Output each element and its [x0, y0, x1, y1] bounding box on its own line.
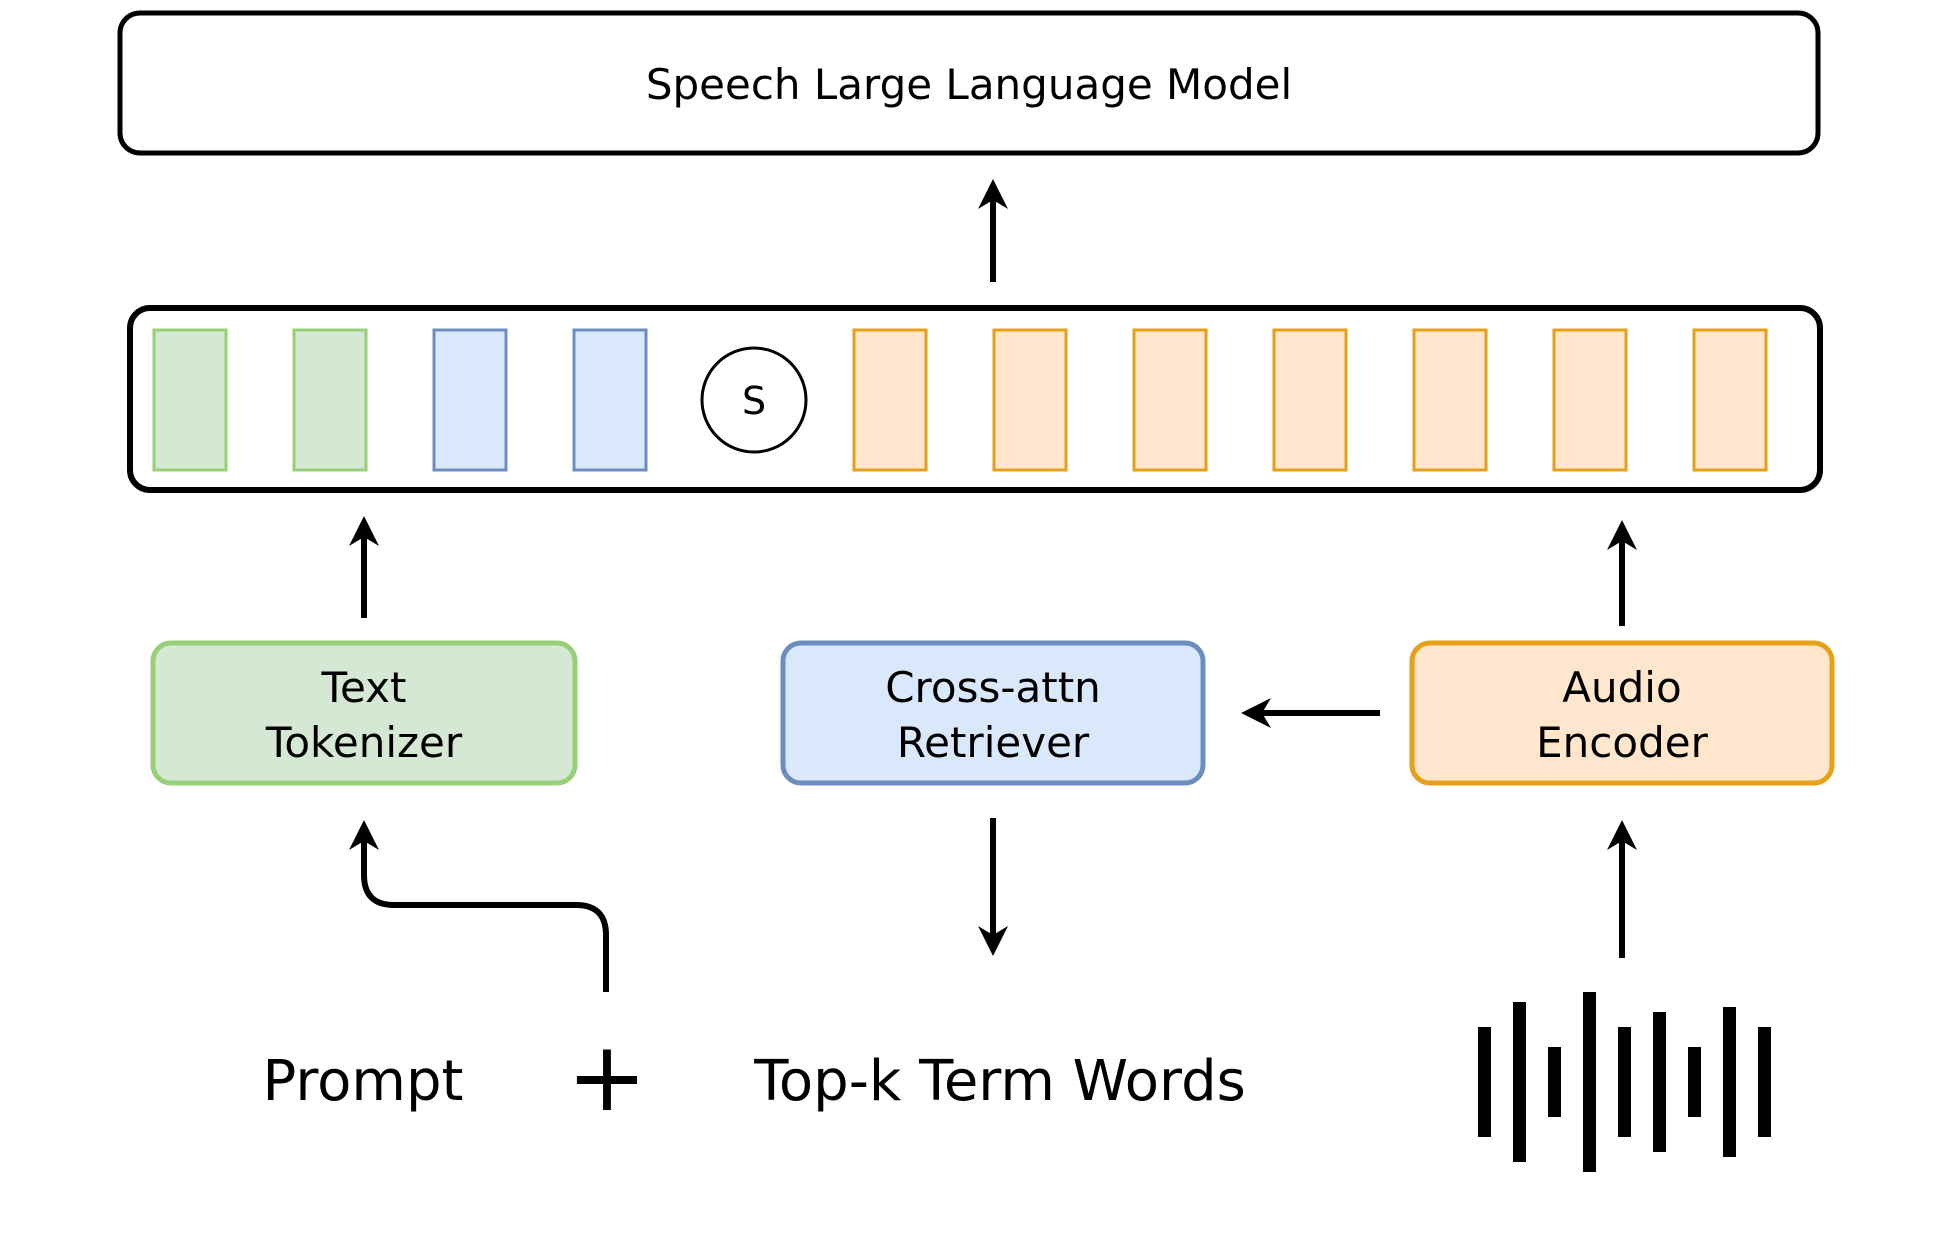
audio-encoder-line2: Encoder [1536, 718, 1708, 767]
text-tokenizer-box: Text Tokenizer [150, 640, 578, 786]
audio-token [1132, 328, 1208, 472]
waveform-bar [1583, 992, 1596, 1172]
text-token [152, 328, 228, 472]
audio-token [1692, 328, 1768, 472]
audio-token [852, 328, 928, 472]
audio-waveform-icon [1478, 992, 1771, 1172]
audio-token [1412, 328, 1488, 472]
waveform-bar [1548, 1047, 1561, 1117]
arrow-inputs-to-tokenizer [349, 820, 609, 992]
waveform-bar [1688, 1047, 1701, 1117]
term-words-label: Top-k Term Words [753, 1049, 1246, 1114]
retr-token [432, 328, 508, 472]
prompt-label: Prompt [263, 1049, 464, 1114]
waveform-bar [1653, 1012, 1666, 1152]
text-tokenizer-line1: Text [321, 663, 407, 712]
text-tokenizer-line2: Tokenizer [265, 718, 463, 767]
token-sequence: S [127, 305, 1823, 493]
waveform-bar [1758, 1027, 1771, 1137]
retriever-line1: Cross-attn [885, 663, 1101, 712]
waveform-bar [1478, 1027, 1491, 1137]
audio-token [1552, 328, 1628, 472]
waveform-bar [1723, 1007, 1736, 1157]
text-token [292, 328, 368, 472]
speech-llm-label: Speech Large Language Model [646, 60, 1292, 109]
plus-sign: + [567, 1021, 647, 1133]
waveform-bar [1618, 1027, 1631, 1137]
audio-token [992, 328, 1068, 472]
token-list: S [152, 328, 1768, 472]
retriever-box: Cross-attn Retriever [780, 640, 1206, 786]
audio-encoder-box: Audio Encoder [1409, 640, 1835, 786]
special-token-label: S [742, 379, 766, 423]
waveform-bar [1513, 1002, 1526, 1162]
audio-token [1272, 328, 1348, 472]
audio-encoder-line1: Audio [1562, 663, 1681, 712]
special-token [700, 346, 808, 454]
speech-llm-box: Speech Large Language Model [117, 10, 1821, 156]
retriever-line2: Retriever [897, 718, 1090, 767]
retr-token [572, 328, 648, 472]
